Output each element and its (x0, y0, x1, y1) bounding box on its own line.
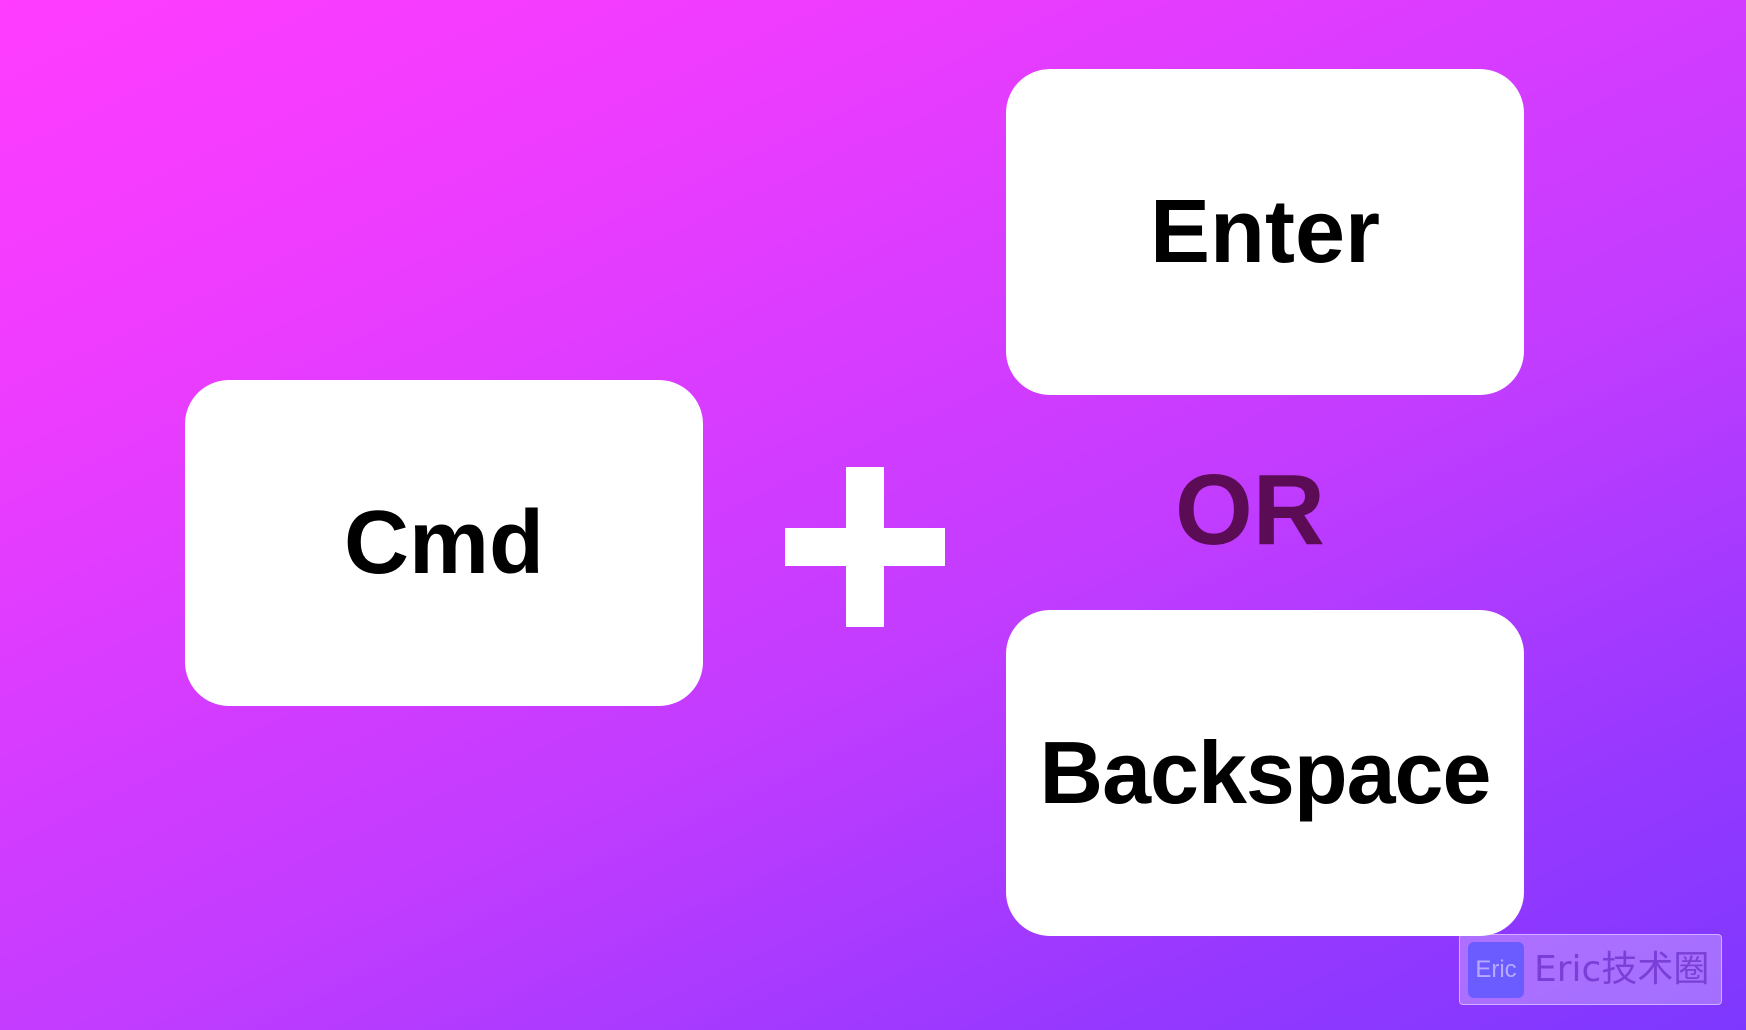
enter-key: Enter (1006, 69, 1524, 395)
or-label: OR (1175, 454, 1325, 566)
watermark-text: Eric技术圈 (1534, 948, 1710, 990)
plus-icon (785, 467, 945, 627)
enter-key-label: Enter (1149, 182, 1381, 282)
watermark: Eric Eric技术圈 (1459, 934, 1722, 1005)
backspace-key: Backspace (1006, 610, 1524, 936)
watermark-logo-icon: Eric (1468, 941, 1524, 998)
cmd-key-label: Cmd (344, 493, 544, 593)
cmd-key: Cmd (185, 380, 703, 706)
backspace-key-label: Backspace (1039, 723, 1492, 822)
plus-icon-horizontal-bar (785, 528, 945, 566)
